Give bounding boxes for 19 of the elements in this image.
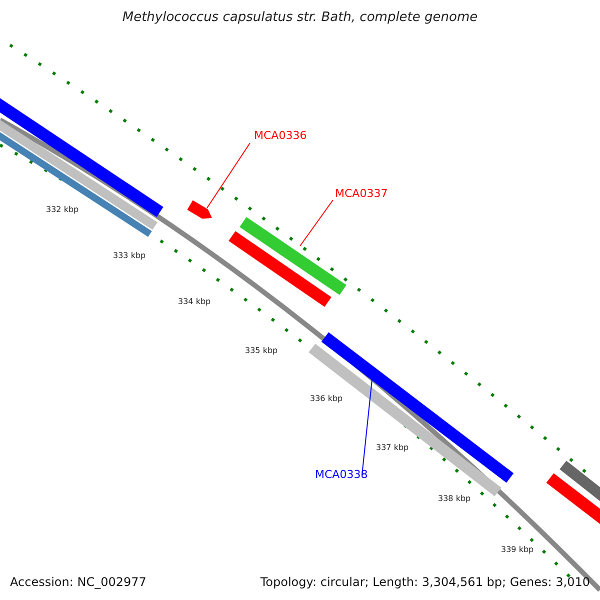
title: Methylococcus capsulatus str. Bath, complete genome (121, 11, 479, 24)
gene-label: MCA0336 (254, 130, 307, 141)
scale-label: 336 kbp (310, 395, 343, 403)
gene-bar (240, 217, 346, 295)
scale-label: 337 kbp (376, 444, 409, 452)
gene-bar (187, 200, 212, 219)
leader-line (300, 200, 334, 246)
info-text: Topology: circular; Length: 3,304,561 bp; Genes: 3,010 (260, 576, 590, 588)
gene-label: MCA0337 (335, 188, 388, 199)
info-text: Accession: NC_002977 (10, 576, 146, 588)
scale-label: 334 kbp (178, 298, 211, 306)
scale-label: 339 kbp (501, 546, 534, 554)
gene-label: MCA0338 (315, 469, 368, 480)
scale-label: 332 kbp (46, 206, 79, 214)
scale-label: 335 kbp (245, 347, 278, 355)
scale-label: 338 kbp (438, 495, 471, 503)
leader-line (362, 380, 372, 476)
scale-label: 333 kbp (113, 252, 146, 260)
leader-line (206, 142, 250, 208)
